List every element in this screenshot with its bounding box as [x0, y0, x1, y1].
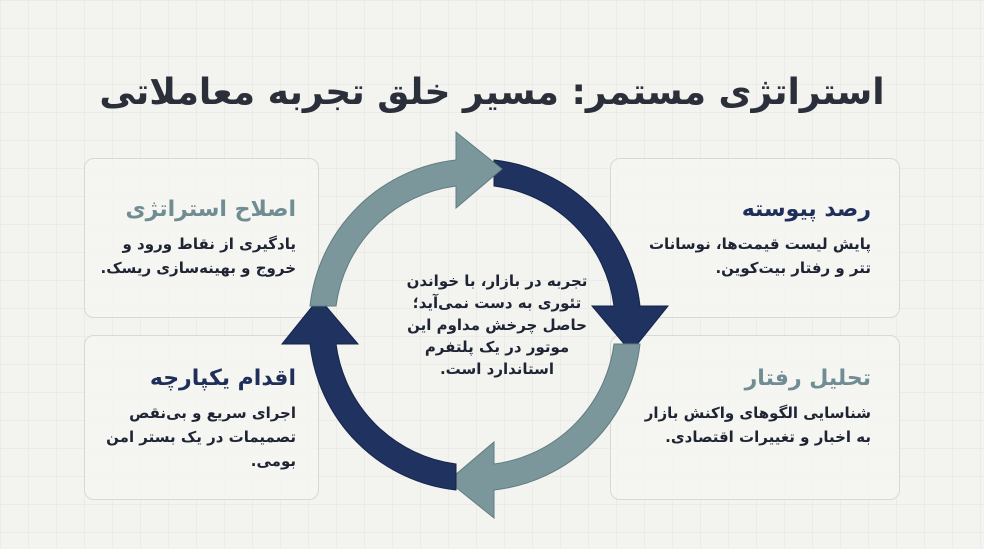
card-title: اقدام یکپارچه	[149, 366, 296, 391]
center-description: تجربه در بازار، با خواندن تئوری به دست ن…	[406, 272, 588, 378]
card-integrated-action: اقدام یکپارچه اجرای سریع و بی‌نقص تصمیما…	[84, 335, 319, 500]
page-title: استراتژی مستمر: مسیر خلق تجربه معاملاتی	[99, 72, 885, 113]
card-description: یادگیری از نقاط ورود و خروج و بهینه‌سازی…	[100, 235, 297, 277]
card-title: رصد پیوسته	[741, 197, 871, 222]
card-title: اصلاح استراتژی	[125, 197, 296, 222]
cycle-arrow-strategy	[309, 130, 503, 307]
cycle-arrow-monitoring	[493, 159, 670, 353]
card-behavior-analysis: تحلیل رفتار شناسایی الگوهای واکنش بازار …	[610, 335, 900, 500]
card-description: پایش لیست قیمت‌ها، نوسانات تتر و رفتار ب…	[648, 235, 871, 277]
cycle-arrow-analysis	[447, 343, 641, 520]
card-title: تحلیل رفتار	[744, 366, 871, 391]
card-description: اجرای سریع و بی‌نقص تصمیمات در یک بستر ا…	[106, 404, 296, 470]
card-continuous-monitoring: رصد پیوسته پایش لیست قیمت‌ها، نوسانات تت…	[610, 158, 900, 318]
card-strategy-correction: اصلاح استراتژی یادگیری از نقاط ورود و خر…	[84, 158, 319, 318]
cycle-arrow-action	[280, 297, 457, 491]
card-description: شناسایی الگوهای واکنش بازار به اخبار و ت…	[644, 404, 871, 446]
